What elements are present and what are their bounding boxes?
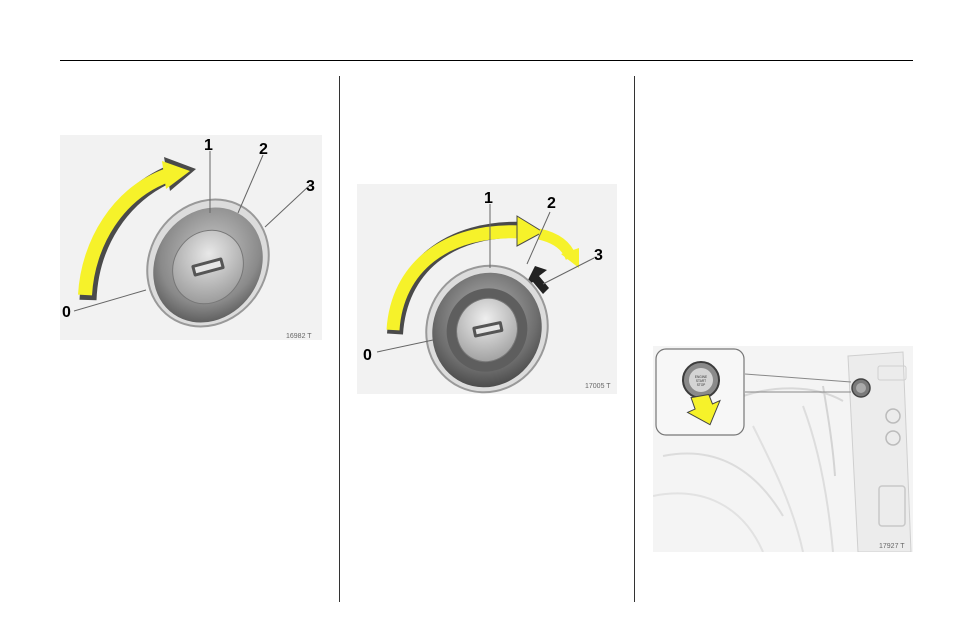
position-label-0: 0 (62, 304, 71, 321)
ignition-lock-illustration: 1 2 3 0 (60, 135, 322, 340)
figure-code: 17005 T (585, 383, 611, 390)
position-label-2: 2 (547, 195, 556, 212)
figure-ignition-lock: 1 2 3 0 16982 T (60, 135, 322, 340)
figure-code: 17927 T (879, 543, 905, 550)
position-label-3: 3 (306, 178, 315, 195)
position-label-2: 2 (259, 141, 268, 158)
position-label-1: 1 (204, 137, 213, 154)
figure-code: 16982 T (286, 333, 312, 340)
ignition-lock-start-illustration: 1 2 3 0 (357, 184, 617, 394)
button-text-stop: STOP (697, 383, 706, 387)
figure-start-stop-button: ENGINE START STOP 17927 T (653, 346, 913, 552)
start-stop-illustration: ENGINE START STOP (653, 346, 913, 552)
column-divider-2 (634, 76, 635, 602)
position-label-3: 3 (594, 247, 603, 264)
header-rule (60, 60, 913, 61)
position-label-0: 0 (363, 347, 372, 364)
position-label-1: 1 (484, 190, 493, 207)
figure-ignition-lock-start: 1 2 3 0 17005 T (357, 184, 617, 394)
column-divider-1 (339, 76, 340, 602)
